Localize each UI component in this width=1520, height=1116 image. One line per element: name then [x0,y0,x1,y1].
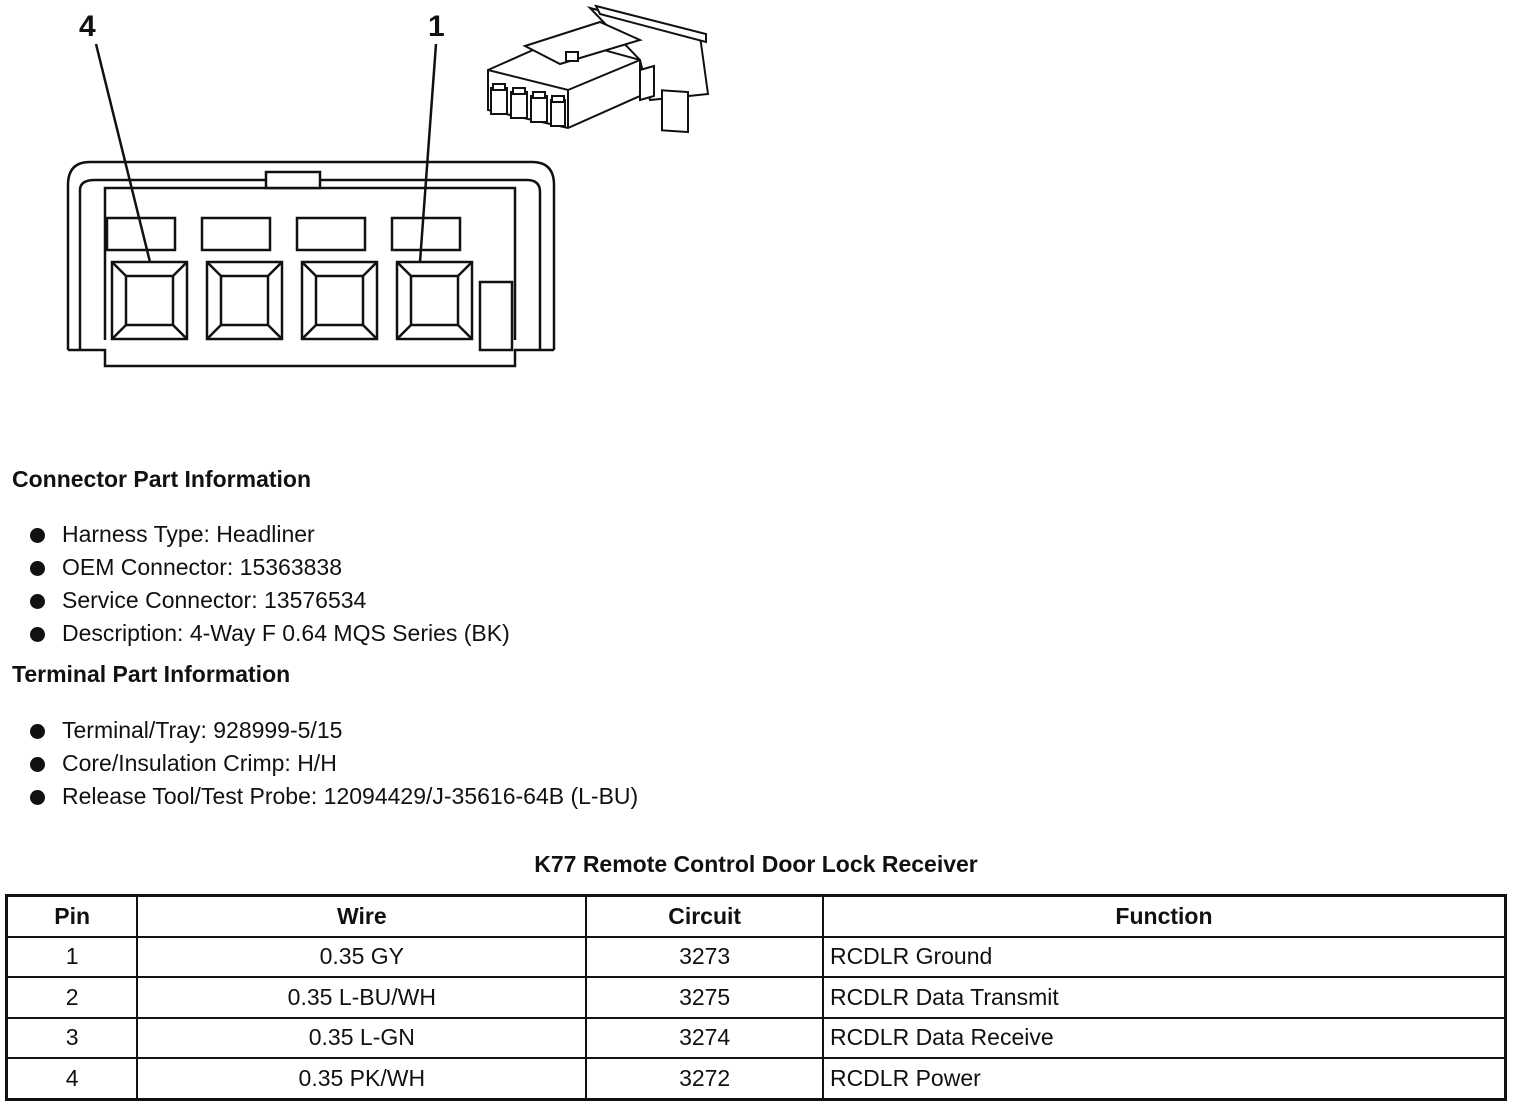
table-title: K77 Remote Control Door Lock Receiver [534,851,978,877]
key-slot [478,280,514,352]
column-header-function: Function [821,894,1507,938]
terminal-cavity-2 [300,260,379,341]
connector-info-heading: Connector Part Information [12,466,312,492]
table-row: 4 0.35 PK/WH 3272 RCDLR Power [5,1057,1507,1100]
table-row: 1 0.35 GY 3273 RCDLR Ground [5,935,1507,978]
table-row: 2 0.35 L-BU/WH 3275 RCDLR Data Transmit [5,976,1507,1019]
bullet-icon [30,528,45,543]
bullet-icon [30,561,45,576]
terminal-cavity-3 [205,260,284,341]
column-header-pin: Pin [5,894,139,938]
bullet-icon [30,594,45,609]
upper-slot [105,216,177,252]
list-item-text: Terminal/Tray: 928999-5/15 [62,717,343,743]
cell-circuit: 3273 [585,935,824,978]
list-item-text: Release Tool/Test Probe: 12094429/J-3561… [62,783,639,809]
list-item-text: OEM Connector: 15363838 [62,554,343,580]
list-item: OEM Connector: 15363838 [28,551,510,584]
list-item: Harness Type: Headliner [28,518,510,551]
cell-pin: 4 [5,1057,139,1100]
terminal-info-list: Terminal/Tray: 928999-5/15 Core/Insulati… [28,714,638,813]
bullet-icon [30,724,45,739]
upper-slot [390,216,462,252]
list-item-text: Description: 4-Way F 0.64 MQS Series (BK… [62,620,510,646]
pinout-table: Pin Wire Circuit Function 1 0.35 GY 3273… [5,894,1507,1101]
connector-isometric-view [487,4,710,134]
cell-function: RCDLR Ground [821,935,1507,978]
callout-leader-4 [94,43,152,263]
pin-callout-4: 4 [79,10,96,43]
column-header-circuit: Circuit [585,894,824,938]
cell-wire: 0.35 PK/WH [136,1057,588,1100]
pin-callout-1: 1 [428,10,445,43]
cell-pin: 3 [5,1016,139,1059]
bullet-icon [30,627,45,642]
list-item-text: Service Connector: 13576534 [62,587,367,613]
connector-housing-outline [66,160,556,350]
list-item-text: Core/Insulation Crimp: H/H [62,750,337,776]
cell-function: RCDLR Power [821,1057,1507,1100]
cell-function: RCDLR Data Receive [821,1016,1507,1059]
bullet-icon [30,790,45,805]
terminal-info-heading: Terminal Part Information [12,661,291,687]
cell-function: RCDLR Data Transmit [821,976,1507,1019]
table-header-row: Pin Wire Circuit Function [5,894,1507,938]
terminal-cavity-4 [110,260,189,341]
table-row: 3 0.35 L-GN 3274 RCDLR Data Receive [5,1016,1507,1059]
terminal-cavity-1 [395,260,474,341]
callout-leader-1 [418,43,438,263]
bullet-icon [30,757,45,772]
connector-face-diagram [66,4,710,368]
list-item-text: Harness Type: Headliner [62,521,315,547]
connector-housing-base [68,348,554,368]
latch-tab [264,170,322,190]
list-item: Release Tool/Test Probe: 12094429/J-3561… [28,780,638,813]
list-item: Core/Insulation Crimp: H/H [28,747,638,780]
list-item: Terminal/Tray: 928999-5/15 [28,714,638,747]
cell-pin: 2 [5,976,139,1019]
cell-wire: 0.35 L-GN [136,1016,588,1059]
column-header-wire: Wire [136,894,588,938]
cell-wire: 0.35 L-BU/WH [136,976,588,1019]
upper-slot [295,216,367,252]
cell-circuit: 3272 [585,1057,824,1100]
cell-pin: 1 [5,935,139,978]
cell-circuit: 3274 [585,1016,824,1059]
cell-wire: 0.35 GY [136,935,588,978]
list-item: Service Connector: 13576534 [28,584,510,617]
list-item: Description: 4-Way F 0.64 MQS Series (BK… [28,617,510,650]
connector-info-list: Harness Type: Headliner OEM Connector: 1… [28,518,510,650]
cell-circuit: 3275 [585,976,824,1019]
upper-slot [200,216,272,252]
